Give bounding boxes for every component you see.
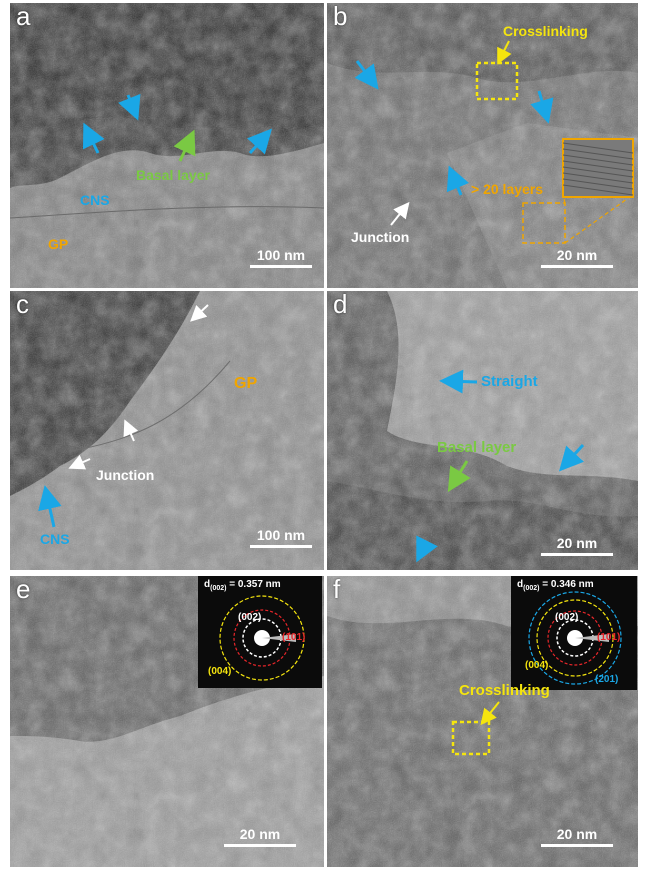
arrow-junction-b	[390, 201, 410, 226]
arrow-c1	[190, 304, 209, 322]
label-junction-b: Junction	[351, 229, 410, 245]
scale-line-c	[250, 545, 312, 548]
tem-image-a	[10, 3, 324, 288]
arrow-cns-a1	[82, 122, 105, 154]
scale-bar-f: 20 nm	[541, 826, 613, 847]
tem-image-c	[10, 291, 324, 570]
scale-text-a: 100 nm	[256, 247, 306, 263]
label-basal-layer-d: Basal layer	[437, 439, 517, 456]
scale-text-b: 20 nm	[556, 247, 598, 263]
panel-label-f: f	[333, 576, 341, 604]
panel-c: c GP Junction CNS 100 nm	[10, 291, 324, 570]
arrow-b1	[354, 60, 379, 90]
label-basal-layer-a: Basal layer	[136, 167, 210, 183]
arrow-cns-a3	[247, 128, 273, 155]
hkl-002-e: (002)	[238, 612, 262, 623]
zoom-box-b	[522, 202, 566, 244]
arrow-basal-a	[173, 129, 196, 162]
tem-image-d	[327, 291, 638, 570]
scale-text-c: 100 nm	[256, 527, 306, 543]
arrow-b3	[446, 165, 469, 196]
panel-label-a: a	[16, 3, 31, 31]
scale-text-e: 20 nm	[239, 826, 281, 842]
d-spacing-label-e: d(002) = 0.357 nm	[204, 579, 281, 592]
label-gp-c: GP	[234, 375, 258, 392]
arrow-cns-a2	[118, 93, 141, 121]
hkl-004-e: (004)	[208, 666, 232, 677]
scale-text-d: 20 nm	[556, 535, 598, 551]
scale-text-f: 20 nm	[556, 826, 598, 842]
label-junction-c: Junction	[96, 467, 155, 483]
saed-inset-f: d(002) = 0.346 nm (002) (101) (004) (201…	[511, 576, 637, 690]
scale-line-e	[224, 844, 296, 847]
hkl-004-f: (004)	[525, 660, 549, 671]
panel-label-d: d	[333, 291, 348, 319]
zoom-inset-b	[562, 138, 634, 198]
scale-line-f	[541, 844, 613, 847]
arrow-c2	[123, 419, 139, 442]
hkl-101-f: (101)	[597, 632, 621, 643]
label-straight-d: Straight	[481, 373, 538, 390]
hkl-101-e: (101)	[282, 632, 306, 643]
saed-inset-e: d(002) = 0.357 nm (002) (101) (004)	[198, 576, 322, 688]
label-crosslinking-b: Crosslinking	[503, 23, 588, 39]
panel-label-b: b	[333, 3, 348, 31]
arrow-straight-d	[439, 369, 478, 394]
scale-bar-b: 20 nm	[541, 247, 613, 268]
label-cns-c: CNS	[40, 531, 70, 547]
scale-bar-c: 100 nm	[250, 527, 312, 548]
arrow-basal-d	[447, 460, 471, 493]
panel-label-e: e	[16, 576, 31, 604]
label-crosslinking-f: Crosslinking	[459, 682, 550, 699]
arrow-cns-c	[38, 485, 62, 528]
scale-line-a	[250, 265, 312, 268]
panel-e: e d(002) = 0.357 nm (002) (101) (004) 20…	[10, 576, 324, 867]
scale-line-b	[541, 265, 613, 268]
panel-d: d Straight Basal layer 20 nm	[327, 291, 638, 570]
scale-bar-e: 20 nm	[224, 826, 296, 847]
tem-image-b	[327, 3, 638, 288]
tem-image-f	[327, 576, 638, 867]
label-gp-a: GP	[48, 236, 69, 252]
panel-a: a CNS Basal layer GP 100 nm	[10, 3, 324, 288]
scale-bar-a: 100 nm	[250, 247, 312, 268]
label-cns-a: CNS	[80, 192, 110, 208]
arrow-d3	[416, 535, 438, 563]
panel-b: b Crosslinking > 20 layers Junction 20 n…	[327, 3, 638, 288]
panel-label-c: c	[16, 291, 29, 319]
arrow-d2	[558, 443, 585, 472]
arrow-junction-c	[68, 454, 91, 470]
crosslinking-box-b	[475, 61, 519, 101]
label-layers-b: > 20 layers	[471, 181, 544, 197]
scale-line-d	[541, 553, 613, 556]
hkl-201-f: (201)	[595, 674, 619, 685]
hkl-002-f: (002)	[555, 612, 579, 623]
panel-f: f d(002) = 0.346 nm (002) (101) (004) (2…	[327, 576, 638, 867]
crosslinking-box-f	[451, 720, 491, 756]
scale-bar-d: 20 nm	[541, 535, 613, 556]
arrow-b2	[530, 90, 554, 124]
d-spacing-label-f: d(002) = 0.346 nm	[517, 579, 594, 592]
